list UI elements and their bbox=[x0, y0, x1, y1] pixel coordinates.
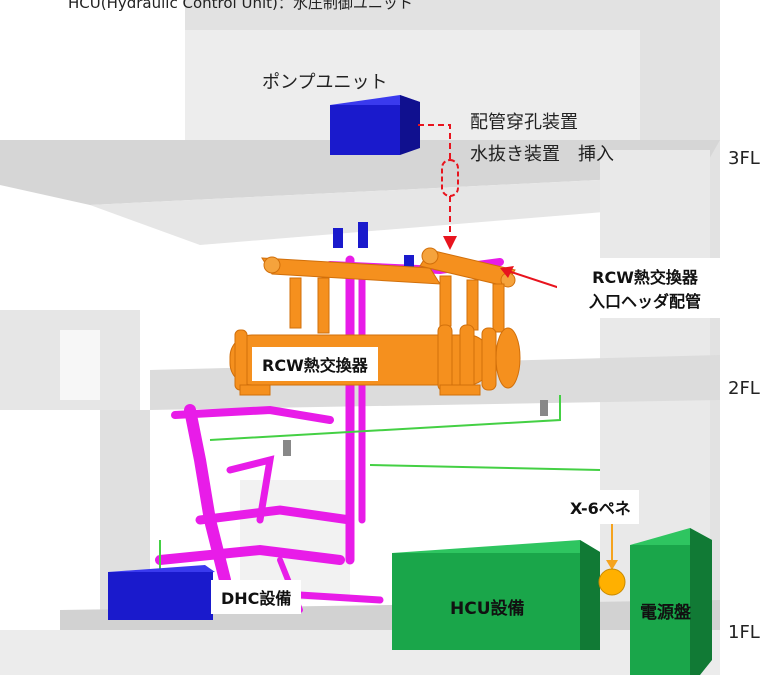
hcu-green-box bbox=[392, 540, 600, 650]
dhc-blue-box bbox=[108, 565, 215, 620]
power-panel-box bbox=[630, 528, 712, 675]
pump-unit-box bbox=[330, 95, 420, 155]
label-drain-device: 水抜き装置 挿入 bbox=[470, 144, 614, 165]
insertion-path bbox=[418, 124, 459, 250]
label-x6-penetration: X-6ペネ bbox=[562, 490, 639, 524]
label-power-panel: 電源盤 bbox=[640, 603, 691, 623]
floor-label-3fl: 3FL bbox=[728, 148, 760, 169]
label-rcw-header-line2: 入口ヘッダ配管 bbox=[588, 292, 701, 311]
label-rcw-exchanger: RCW熱交換器 bbox=[252, 347, 378, 381]
label-pump-unit: ポンプユニット bbox=[262, 72, 388, 93]
label-rcw-header: RCW熱交換器 入口ヘッダ配管 bbox=[557, 258, 733, 318]
valves bbox=[283, 222, 548, 456]
x6-penetration-marker bbox=[598, 518, 626, 596]
label-dhc-equipment: DHC設備 bbox=[211, 580, 302, 614]
label-pipe-drilling: 配管穿孔装置 bbox=[470, 112, 578, 133]
label-rcw-header-line1: RCW熱交換器 bbox=[592, 268, 698, 287]
floor-label-2fl: 2FL bbox=[728, 378, 760, 399]
header-note: HCU(Hydraulic Control Unit)：水圧制御ユニット bbox=[68, 0, 413, 12]
floor-label-1fl: 1FL bbox=[728, 622, 760, 643]
label-hcu-equipment: HCU設備 bbox=[450, 599, 525, 619]
